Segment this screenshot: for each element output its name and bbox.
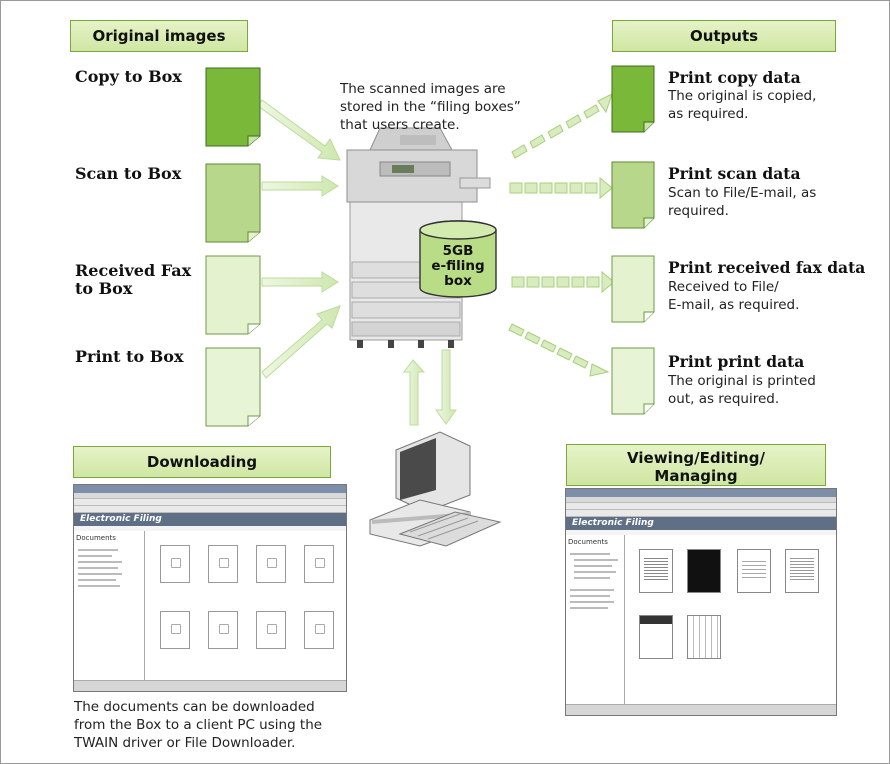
output-desc-copy-line1: The original is copied, [668,88,817,104]
output-desc-fax-line2: E-mail, as required. [668,297,800,313]
output-desc-fax-line1: Received to File/ [668,279,779,295]
viewing-header-line1: Viewing/Editing/ [627,449,765,467]
input-arrow-4 [261,305,341,379]
output-desc-scan-line1: Scan to File/E-mail, as [668,185,817,201]
output-desc-copy-line2: as required. [668,106,749,122]
output-arrow-2 [509,176,613,200]
doc-icon-out-print [611,347,655,415]
doc-icon-copy [205,67,261,147]
doc-icon-fax [205,255,261,335]
screenshot-sidebar: Documents [74,531,145,681]
output-desc-print: The original is printed out, as required… [668,372,816,408]
output-title-scan: Print scan data [668,164,801,183]
output-title-print: Print print data [668,352,805,371]
original-images-header: Original images [70,20,248,52]
doc-icon-scan [205,163,261,243]
output-desc-print-line2: out, as required. [668,391,780,407]
input-label-fax: Received Fax to Box [75,262,191,298]
efiling-box-line3: box [444,273,472,289]
download-note-line1: The documents can be downloaded [74,699,315,715]
page-thumb-6 [687,615,721,659]
download-note: The documents can be downloaded from the… [74,698,364,752]
center-note-line1: The scanned images are [340,81,506,97]
output-desc-print-line1: The original is printed [668,373,816,389]
center-note: The scanned images are stored in the “fi… [340,80,570,134]
pc-illustration [369,431,502,547]
page-thumb-2 [687,549,721,593]
input-label-print: Print to Box [75,347,184,366]
download-note-line3: TWAIN driver or File Downloader. [74,735,296,751]
input-arrow-1 [257,99,341,161]
output-title-fax: Print received fax data [668,258,866,277]
page-thumb-3 [737,549,771,593]
download-note-line2: from the Box to a client PC using the [74,717,323,733]
input-label-copy: Copy to Box [75,67,182,86]
output-desc-scan-line2: required. [668,203,729,219]
input-arrow-2 [261,175,339,197]
input-label-scan: Scan to Box [75,164,182,183]
output-desc-copy: The original is copied, as required. [668,87,816,123]
doc-icon-out-copy [611,65,655,133]
page-thumb-5 [639,615,673,659]
screenshot-app-title: Electronic Filing [74,513,346,526]
page-thumb-4 [785,549,819,593]
input-label-fax-line1: Received Fax [75,261,192,280]
screenshot2-main [625,535,836,705]
input-arrow-3 [261,271,339,293]
screenshot2-sidebar-title: Documents [568,538,608,546]
input-label-fax-line2: to Box [75,279,133,298]
screenshot-main [145,531,346,681]
viewing-header: Viewing/Editing/ Managing [566,444,826,486]
efiling-box-line2: e-filing [431,258,485,274]
output-arrow-4 [508,323,610,377]
efiling-box-label: 5GB e-filing box [420,244,496,289]
output-arrow-3 [511,270,615,294]
mfp-illustration [346,127,497,348]
outputs-header: Outputs [612,20,836,52]
doc-icon-print [205,347,261,427]
screenshot2-sidebar: Documents [566,535,625,705]
downloading-header: Downloading [73,446,331,478]
output-desc-scan: Scan to File/E-mail, as required. [668,184,816,220]
output-arrow-1 [511,93,613,159]
output-title-copy: Print copy data [668,68,801,87]
output-desc-fax: Received to File/ E-mail, as required. [668,278,799,314]
viewing-header-line2: Managing [654,467,738,485]
downloading-screenshot: Electronic Filing Documents [73,484,347,692]
screenshot2-app-title: Electronic Filing [566,517,836,530]
screenshot-sidebar-title: Documents [76,534,116,542]
efiling-box-line1: 5GB [442,243,474,259]
page-thumb-1 [639,549,673,593]
doc-icon-out-scan [611,161,655,229]
center-note-line2: stored in the “filing boxes” [340,99,521,115]
center-note-line3: that users create. [340,117,460,133]
doc-icon-out-fax [611,255,655,323]
pc-sync-arrows [403,349,457,426]
viewing-screenshot: Electronic Filing Documents [565,488,837,716]
